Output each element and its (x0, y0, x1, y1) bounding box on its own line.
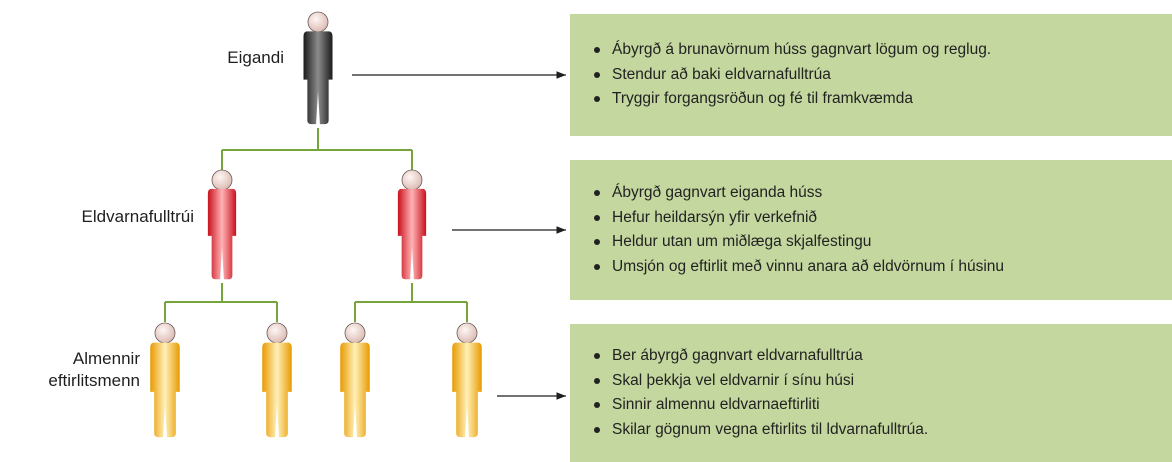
inspector-figure-1 (150, 322, 180, 438)
inspectors-label-line1: Almennir (72, 349, 140, 368)
inspectors-label-line2: eftirlitsmenn (48, 371, 140, 390)
inspector-figure-2 (262, 322, 292, 438)
list-item: Hefur heildarsýn yfir verkefnið (594, 206, 1172, 231)
inspector-4-head (456, 322, 478, 344)
fire-officer-left-head (211, 169, 233, 191)
list-item: Ábyrgð gagnvart eiganda húss (594, 181, 1172, 206)
owner-responsibilities-list: Ábyrgð á brunavörnum húss gagnvart lögum… (594, 38, 1172, 112)
inspectors-label: Almennir eftirlitsmenn (12, 348, 140, 392)
fire-officer-label: Eldvarnafulltrúi (81, 207, 194, 226)
owner-figure-head (307, 11, 329, 33)
inspector-3-head (344, 322, 366, 344)
list-item: Ber ábyrgð gagnvart eldvarnafulltrúa (594, 344, 1172, 369)
list-item: Tryggir forgangsröðun og fé til framkvæm… (594, 87, 1172, 112)
fire-officer-figure-right (397, 169, 427, 280)
owner-label: Eigandi (227, 48, 284, 67)
inspectors-responsibilities-box: Ber ábyrgð gagnvart eldvarnafulltrúa Ska… (570, 324, 1172, 462)
owner-figure (303, 11, 333, 125)
fire-officer-responsibilities-box: Ábyrgð gagnvart eiganda húss Hefur heild… (570, 160, 1172, 300)
inspector-2-head (266, 322, 288, 344)
list-item: Skilar gögnum vegna eftirlits til ldvarn… (594, 418, 1172, 443)
inspector-figure-4 (452, 322, 482, 438)
inspector-figure-3 (340, 322, 370, 438)
list-item: Umsjón og eftirlit með vinnu anara að el… (594, 255, 1172, 280)
owner-responsibilities-box: Ábyrgð á brunavörnum húss gagnvart lögum… (570, 14, 1172, 136)
list-item: Ábyrgð á brunavörnum húss gagnvart lögum… (594, 38, 1172, 63)
fire-officer-right-head (401, 169, 423, 191)
tree-connectors (164, 128, 468, 322)
fire-officer-figure-left (207, 169, 237, 280)
fire-officer-responsibilities-list: Ábyrgð gagnvart eiganda húss Hefur heild… (594, 181, 1172, 279)
inspector-1-head (154, 322, 176, 344)
list-item: Heldur utan um miðlæga skjalfestingu (594, 230, 1172, 255)
list-item: Stendur að baki eldvarnafulltrúa (594, 63, 1172, 88)
list-item: Sinnir almennu eldvarnaeftirliti (594, 393, 1172, 418)
arrows (352, 71, 566, 400)
list-item: Skal þekkja vel eldvarnir í sínu húsi (594, 369, 1172, 394)
inspectors-responsibilities-list: Ber ábyrgð gagnvart eldvarnafulltrúa Ska… (594, 344, 1172, 442)
